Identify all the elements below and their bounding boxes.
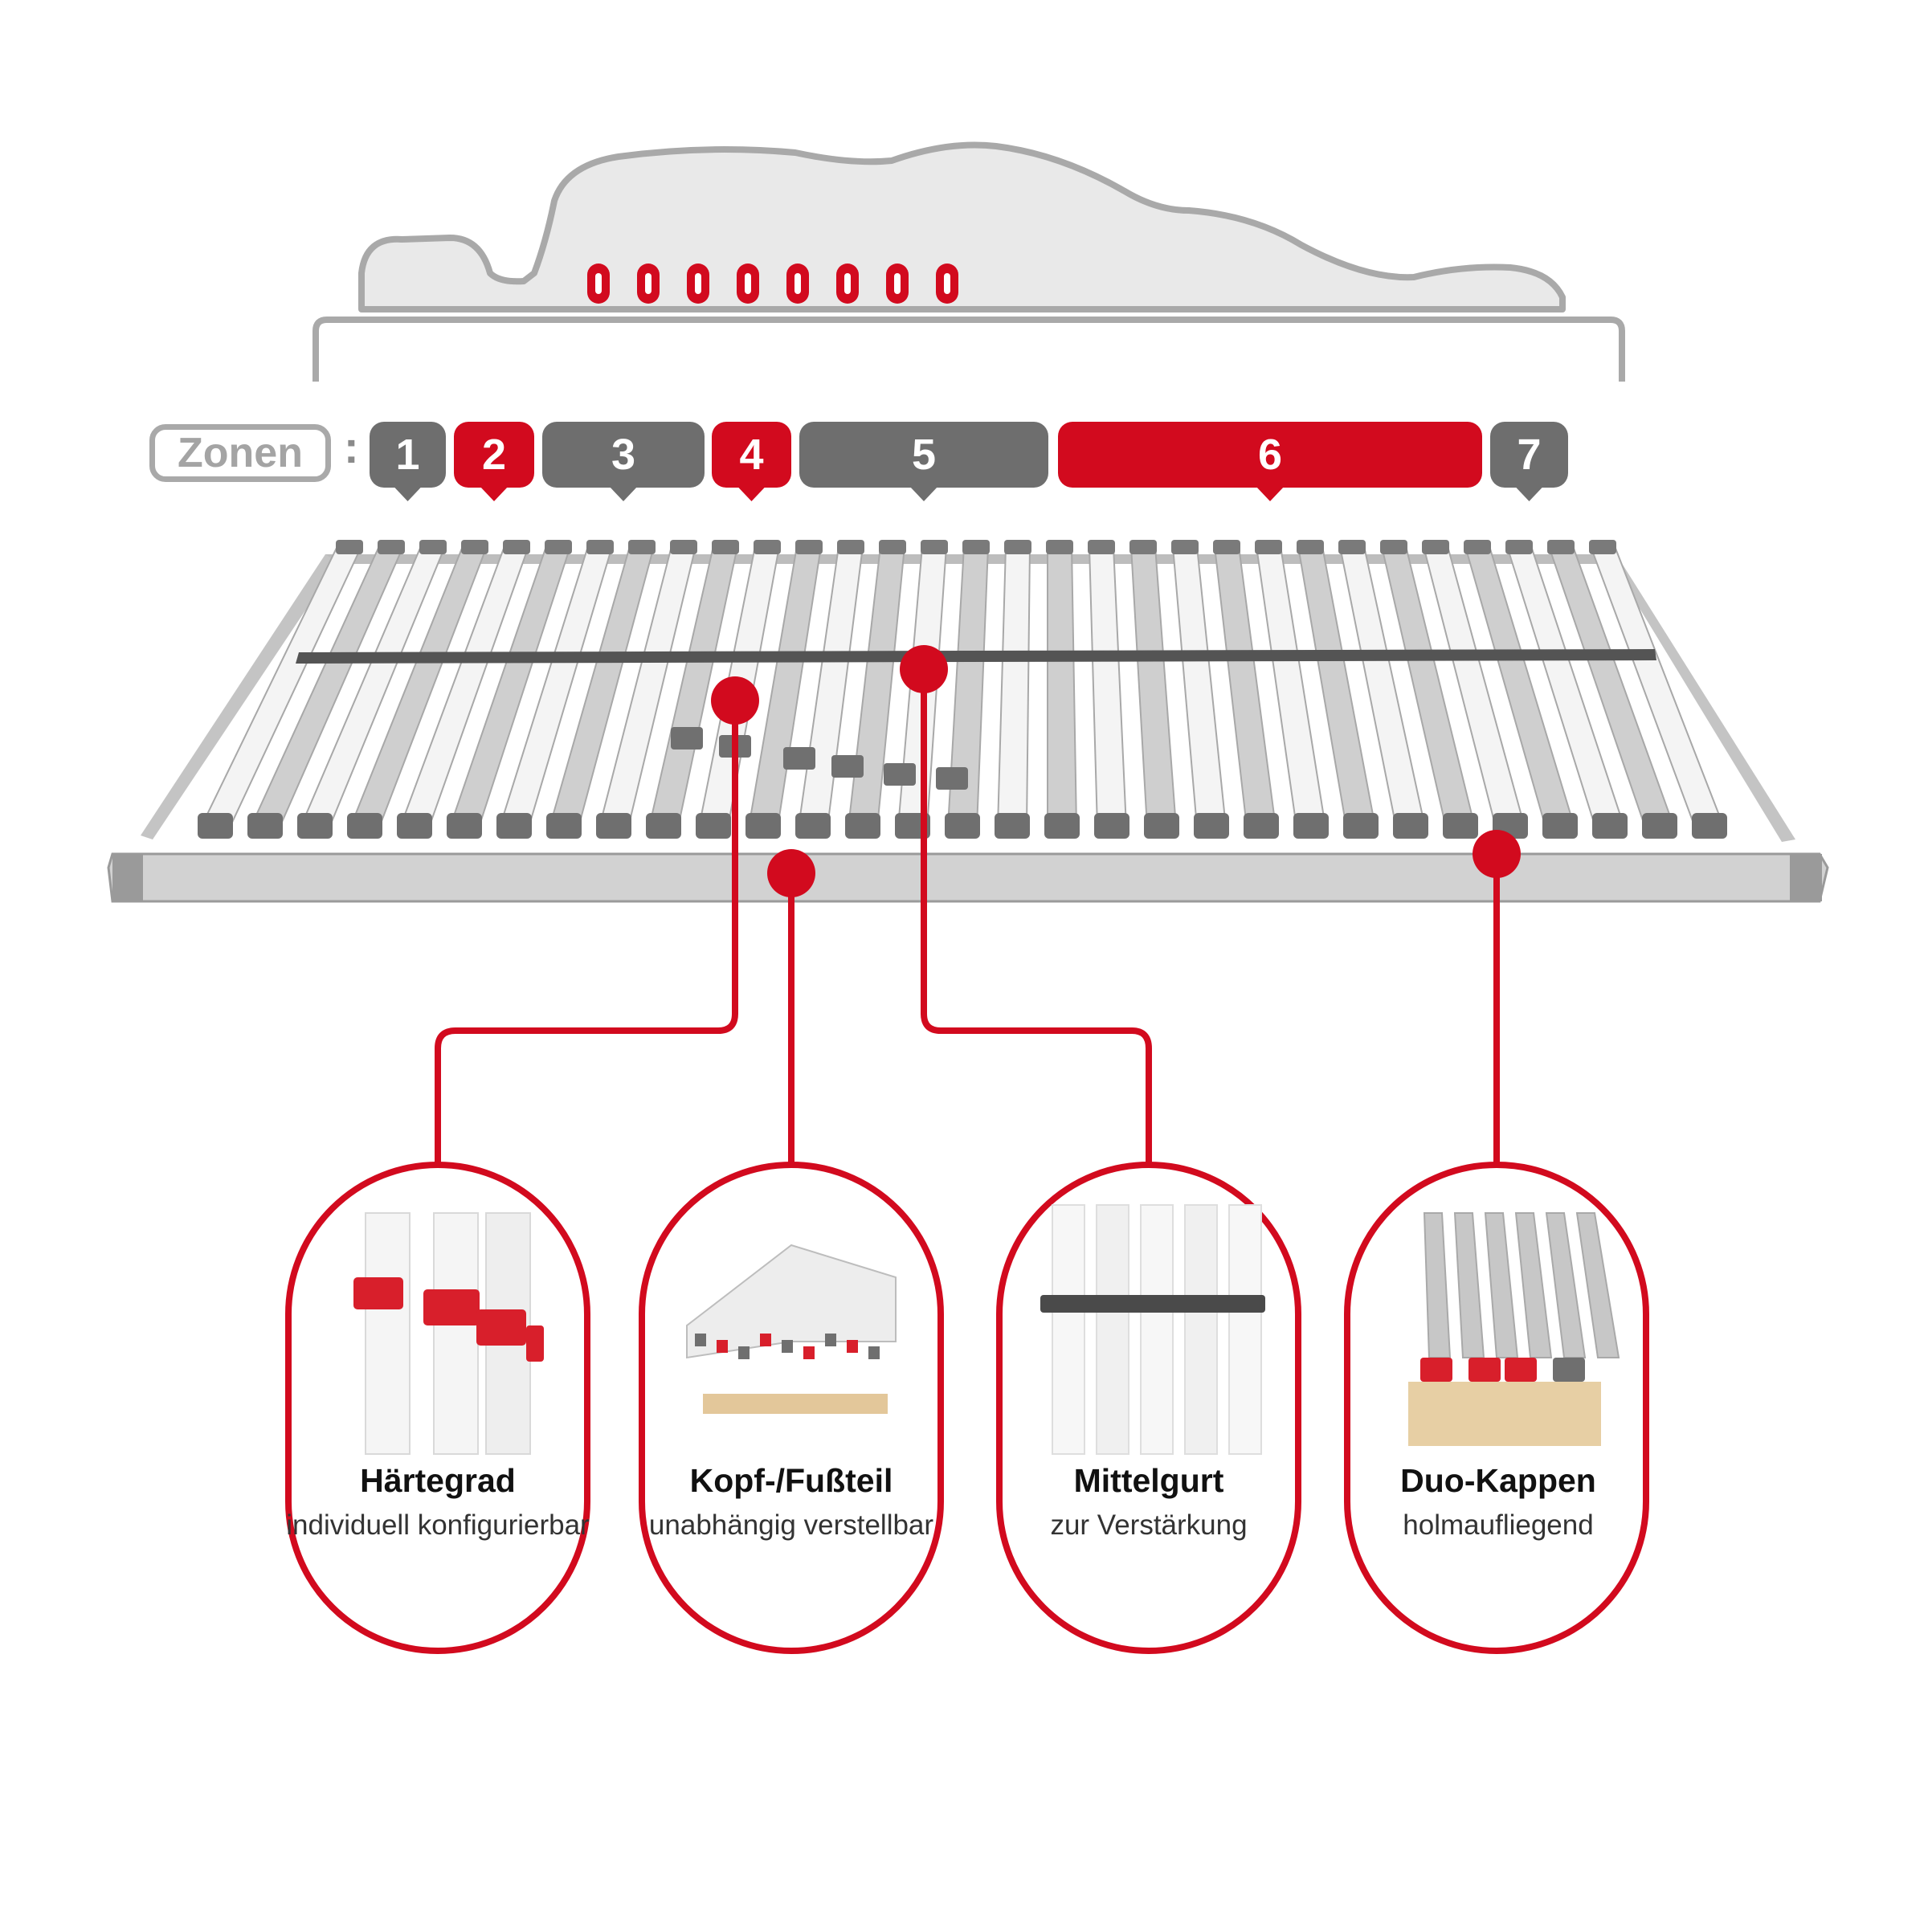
feature-subtitle: individuell konfigurierbar	[286, 1509, 590, 1541]
callout-lines	[435, 669, 1500, 1165]
zone-label-4: 4	[739, 431, 764, 479]
pressure-mark-inner	[794, 273, 801, 294]
slat	[1171, 540, 1229, 839]
slat	[247, 540, 405, 839]
adjustable-frame-icon	[639, 1162, 944, 1654]
slat	[397, 540, 530, 839]
feature-title: Mittelgurt	[1073, 1462, 1224, 1499]
feature-subtitle: zur Verstärkung	[1050, 1509, 1248, 1541]
zone-bar-7	[1490, 422, 1568, 501]
left-side-rail	[141, 554, 337, 839]
hardness-slider	[831, 755, 864, 778]
feature-title: Kopf-/Fußteil	[689, 1462, 893, 1499]
slat	[1297, 540, 1379, 839]
zone-label-1: 1	[395, 431, 420, 479]
slat	[646, 540, 739, 839]
slatted-frame-image	[107, 540, 1829, 903]
zone-bar-6	[1058, 422, 1482, 501]
zone-bar-4	[712, 422, 791, 501]
zone-bar-1	[370, 422, 446, 501]
slat	[1589, 540, 1727, 839]
slat	[1380, 540, 1478, 839]
feature-hardness: Härtegrad individuell konfigurierbar	[285, 1462, 590, 1542]
feature-subtitle: unabhängig verstellbar	[648, 1509, 934, 1541]
slat	[596, 540, 697, 839]
hardness-slider	[783, 747, 815, 770]
pressure-mark-inner	[595, 273, 602, 294]
slat	[447, 540, 572, 839]
pressure-mark-inner	[944, 273, 950, 294]
feature-duo-caps: Duo-Kappen holmaufliegend	[1346, 1462, 1651, 1542]
zone-bar-3	[542, 422, 705, 501]
slat	[945, 540, 990, 839]
pressure-marks	[587, 263, 958, 304]
pressure-mark-inner	[695, 273, 701, 294]
hardness-slider	[936, 767, 968, 790]
hardness-slider	[884, 763, 916, 786]
feature-center-strap: Mittelgurt zur Verstärkung	[996, 1462, 1301, 1542]
zones-label: Zonen	[149, 424, 331, 482]
rail-end-cap	[1790, 854, 1822, 901]
feature-capsules	[285, 1162, 1649, 1654]
body-silhouette-icon	[358, 141, 1566, 312]
slat	[1088, 540, 1129, 839]
zone-bar-row	[370, 422, 1568, 501]
zone-label-6: 6	[1257, 431, 1283, 479]
slat	[297, 540, 447, 839]
slat	[546, 540, 656, 839]
zone-label-7: 7	[1517, 431, 1542, 479]
slat	[995, 540, 1031, 839]
slat	[1505, 540, 1628, 839]
zone-bar-5	[799, 422, 1048, 501]
slat	[1129, 540, 1179, 839]
zone-label-2: 2	[481, 431, 507, 479]
zone-bar-2	[454, 422, 534, 501]
callout-dots	[711, 645, 1521, 897]
feature-title: Härtegrad	[360, 1462, 516, 1499]
right-side-rail	[1607, 554, 1795, 842]
slat	[745, 540, 823, 839]
zones-colon: :	[344, 422, 359, 472]
feature-subtitle: holmaufliegend	[1403, 1509, 1594, 1541]
pressure-mark-inner	[745, 273, 751, 294]
slat	[1547, 540, 1677, 839]
hardness-adjuster-icon	[285, 1162, 590, 1654]
pressure-mark-inner	[645, 273, 652, 294]
hardness-slider	[671, 727, 703, 750]
slat	[496, 540, 614, 839]
mattress-base-outline	[312, 317, 1625, 382]
pressure-mark-inner	[844, 273, 851, 294]
slat	[1464, 540, 1578, 839]
slat	[1213, 540, 1279, 839]
zone-label-3: 3	[611, 431, 636, 479]
slat	[1422, 540, 1528, 839]
slat	[1044, 540, 1080, 839]
slat	[198, 540, 363, 839]
front-rail	[107, 852, 1829, 903]
feature-head-foot: Kopf-/Fußteil unabhängig verstellbar	[639, 1462, 944, 1542]
center-strap	[296, 649, 1656, 664]
slat	[347, 540, 488, 839]
slat	[1255, 540, 1329, 839]
slat	[1338, 540, 1428, 839]
zone-label-5: 5	[911, 431, 937, 479]
duo-caps-icon	[1344, 1162, 1649, 1654]
rail-end-cap	[112, 854, 143, 901]
center-strap-icon	[996, 1162, 1301, 1654]
feature-title: Duo-Kappen	[1400, 1462, 1596, 1499]
pressure-mark-inner	[894, 273, 901, 294]
